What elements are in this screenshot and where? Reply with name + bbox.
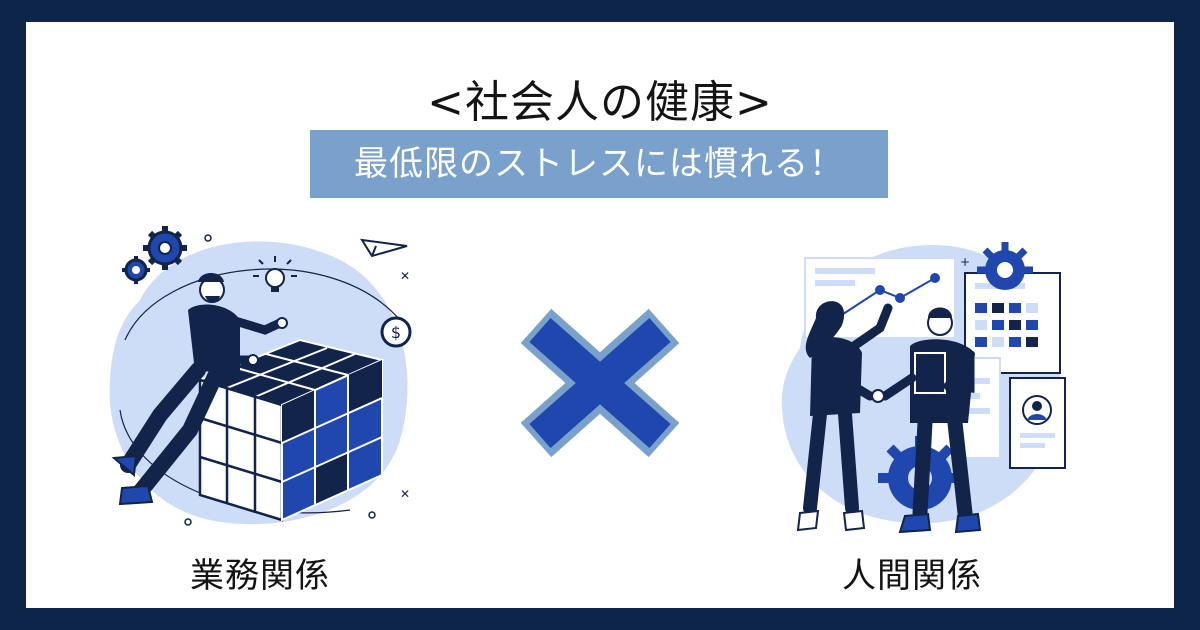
sparkle-icon: ✕ [400,487,410,501]
gear-icon [122,256,150,284]
relationship-illustration: + [781,242,1066,534]
page-title: <社会人の健康> [427,77,773,128]
cube-icon [196,338,386,522]
subtitle-banner: 最低限のストレスには慣れる！ [310,130,888,198]
sparkle-icon: ✕ [400,269,410,283]
multiply-icon [520,308,680,458]
svg-text:$: $ [391,323,401,342]
gear-icon [977,242,1033,290]
subtitle-text: 最低限のストレスには慣れる！ [354,144,844,184]
man-figure [871,307,982,534]
avatar-icon [1022,395,1052,425]
human-relations-label: 人間関係 [842,556,982,596]
work-illustration: $ ✕ ✕ [109,226,412,526]
business-relations-label: 業務関係 [190,556,330,596]
person-pushing-figure [111,273,288,506]
dollar-coin-icon: $ [380,316,412,348]
gear-icon [143,226,187,270]
paper-plane-icon [360,238,408,258]
lightbulb-icon [253,256,297,292]
sparkle-icon: + [960,255,970,269]
woman-figure [796,301,893,532]
